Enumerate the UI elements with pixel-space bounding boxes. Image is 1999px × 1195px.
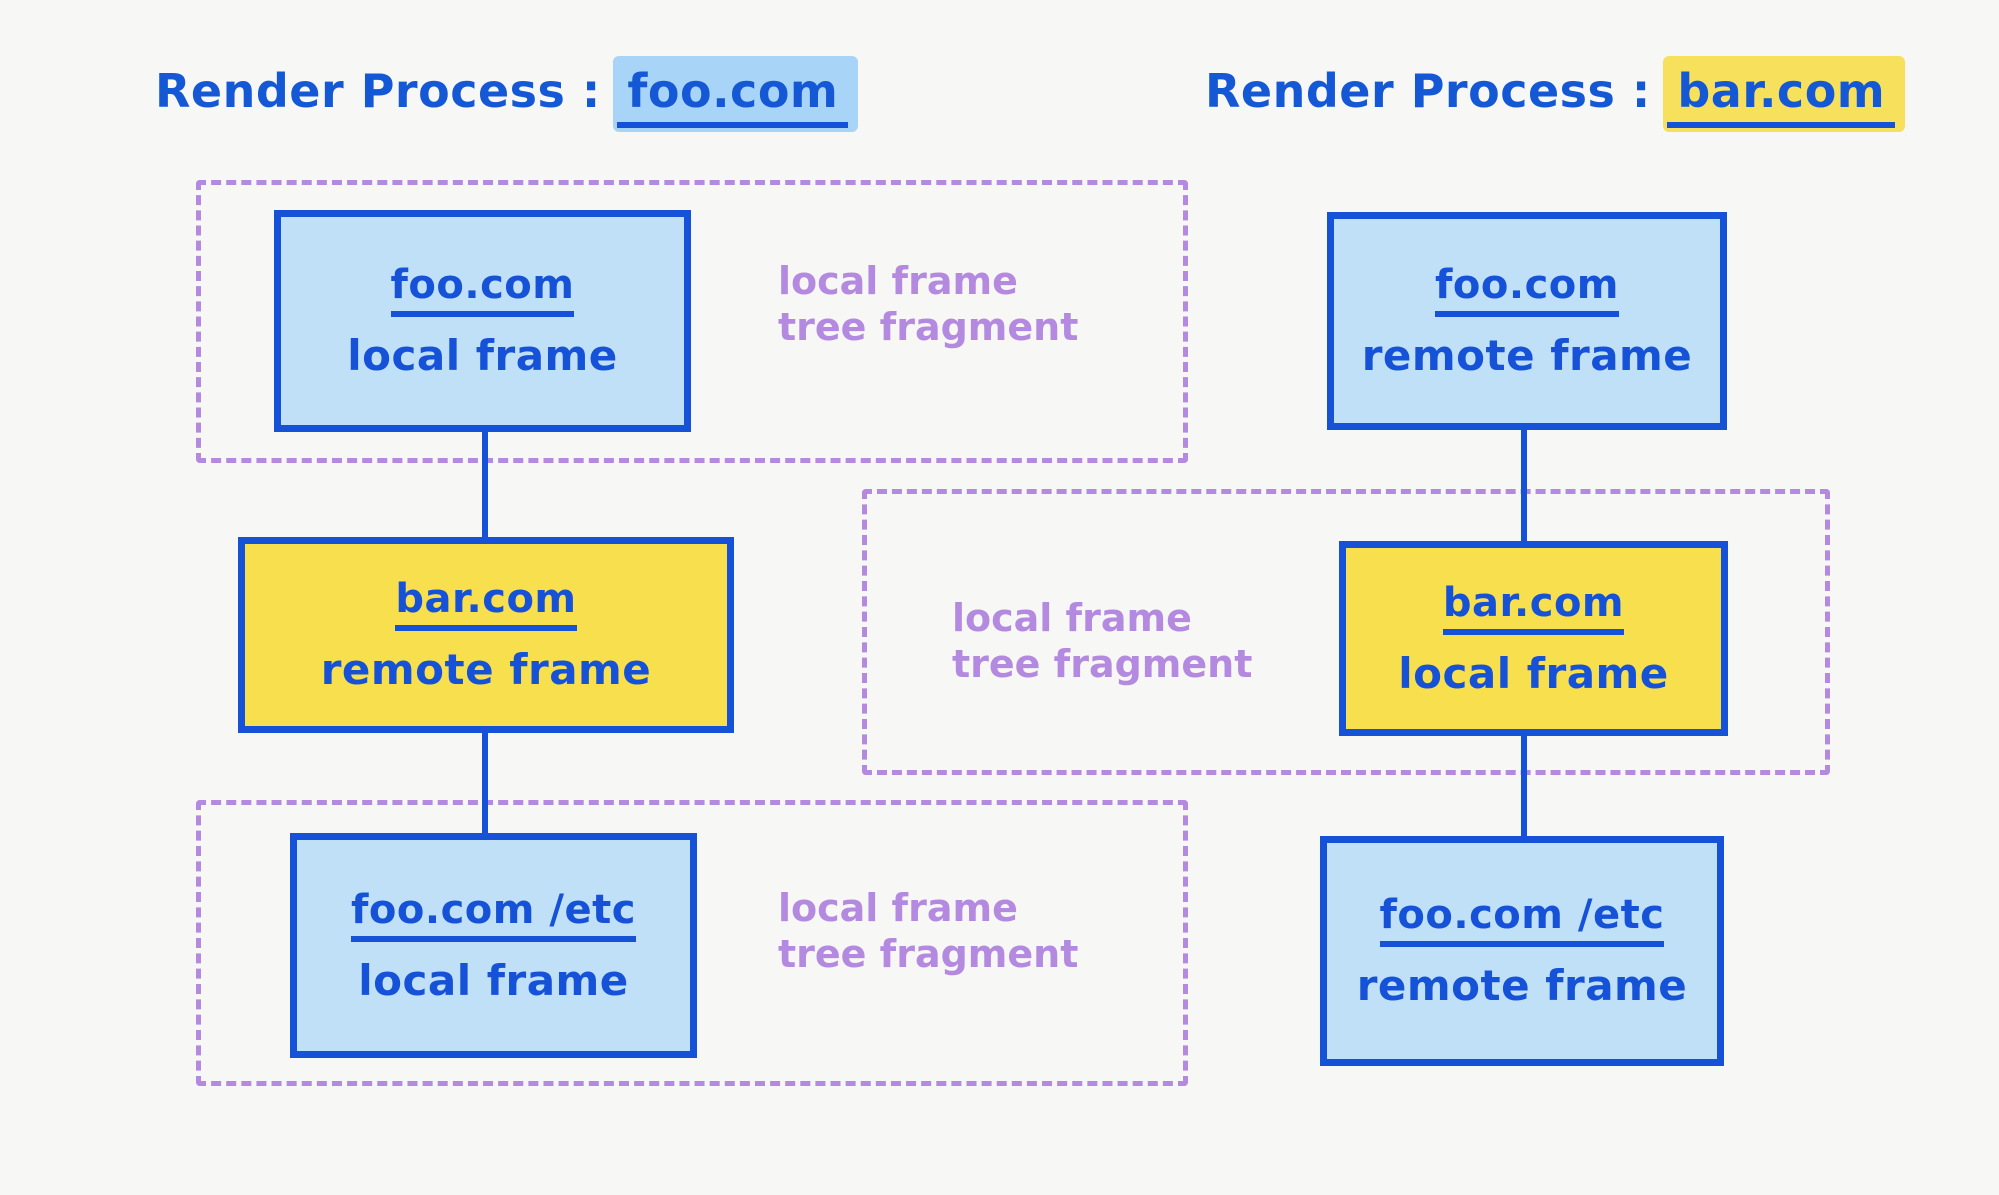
connector-left-1 (482, 432, 488, 540)
frame-node-left-1[interactable]: bar.com remote frame (238, 537, 734, 733)
host-text: bar.com (1677, 64, 1886, 118)
render-process-host-bar: bar.com (1663, 56, 1906, 132)
frame-kind-label: remote frame (320, 645, 652, 694)
render-process-title-bar: Render Process : bar.com (1205, 56, 1906, 132)
frame-kind-label: local frame (1398, 648, 1669, 698)
local-frame-tree-fragment-region-left-2 (196, 800, 1188, 1086)
annotation-right-1: local frame tree fragment (952, 596, 1253, 687)
render-process-label: Render Process : (1205, 64, 1668, 118)
frame-kind-label: local frame (358, 955, 629, 1005)
connector-left-2 (482, 731, 488, 837)
local-frame-tree-fragment-region-left-1 (196, 180, 1188, 463)
connector-right-1 (1521, 430, 1527, 541)
frame-host-label: foo.com (1435, 265, 1619, 317)
frame-node-left-0[interactable]: foo.com local frame (274, 210, 691, 432)
frame-kind-label: remote frame (1356, 961, 1688, 1010)
frame-host-label: foo.com /etc (1379, 895, 1665, 947)
render-process-host-foo: foo.com (613, 56, 859, 132)
frame-kind-label: remote frame (1361, 331, 1693, 380)
host-text: foo.com (627, 64, 839, 118)
frame-host-label: foo.com /etc (351, 890, 636, 942)
frame-kind-label: local frame (347, 331, 618, 380)
render-process-label: Render Process : (155, 64, 618, 118)
frame-host-label: bar.com (1442, 583, 1625, 635)
frame-node-right-0[interactable]: foo.com remote frame (1327, 212, 1727, 430)
frame-node-left-2[interactable]: foo.com /etc local frame (290, 833, 697, 1058)
frame-host-label: foo.com (390, 265, 575, 317)
annotation-left-1: local frame tree fragment (778, 259, 1079, 350)
local-frame-tree-fragment-region-right (862, 489, 1830, 775)
frame-host-label: bar.com (395, 579, 577, 631)
annotation-left-2: local frame tree fragment (778, 886, 1079, 977)
frame-node-right-1[interactable]: bar.com local frame (1339, 541, 1728, 736)
frame-node-right-2[interactable]: foo.com /etc remote frame (1320, 836, 1724, 1066)
connector-right-2 (1521, 730, 1527, 836)
render-process-title-foo: Render Process : foo.com (155, 56, 859, 132)
